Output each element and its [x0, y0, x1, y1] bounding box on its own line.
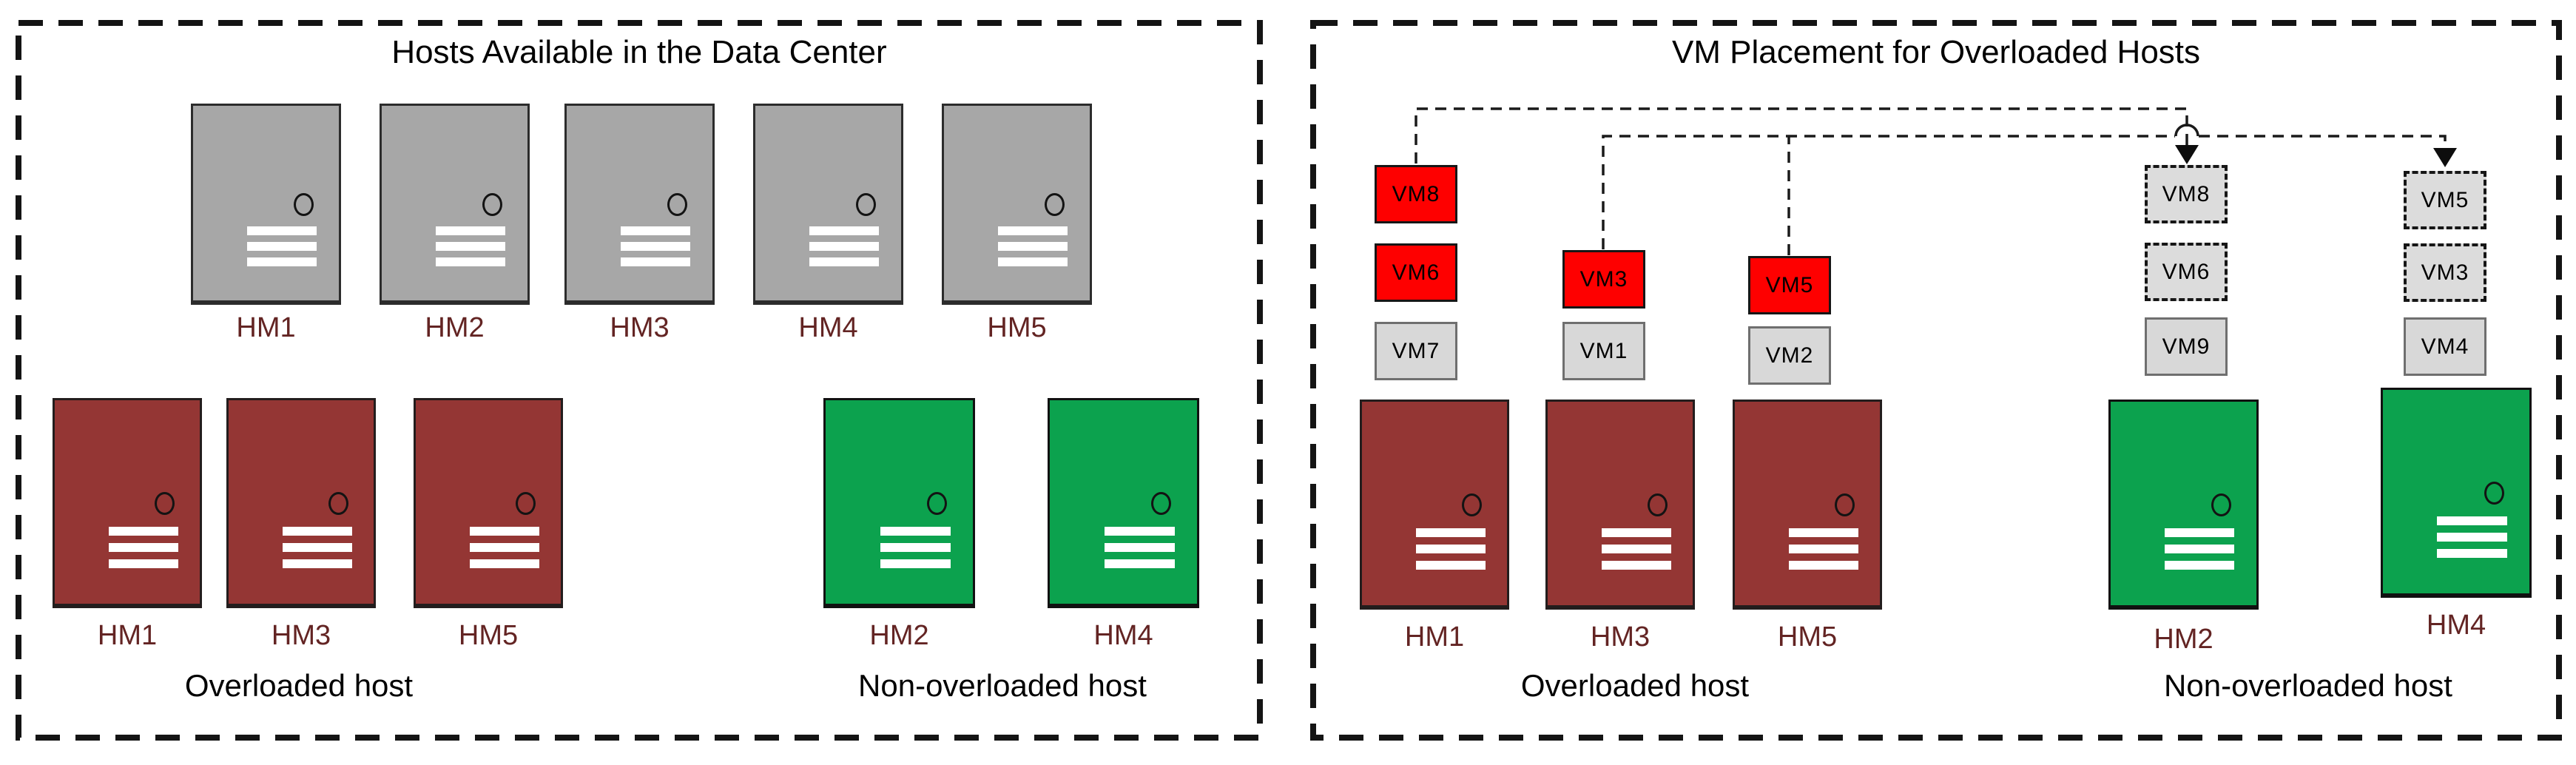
overloaded-host-hm5	[414, 398, 563, 608]
non-overloaded-caption-left: Non-overloaded host	[858, 668, 1147, 703]
host-label-hm2: HM2	[425, 312, 485, 343]
left-panel-border	[16, 20, 1263, 741]
overloaded-host-hm3	[226, 398, 376, 608]
vm2-on-hm5: VM2	[1748, 326, 1831, 385]
vm7-on-hm1: VM7	[1375, 322, 1457, 380]
host-label-hm1-overloaded: HM1	[97, 620, 158, 651]
vent-lines-icon	[246, 106, 317, 300]
vm8-ghost-on-hm2: VM8	[2145, 165, 2228, 223]
left-panel-title: Hosts Available in the Data Center	[391, 34, 887, 70]
right-panel-border	[1310, 20, 2562, 741]
overloaded-host-hm5-right	[1733, 400, 1882, 610]
migration-line-from-vm3	[1602, 135, 2175, 249]
non-overloaded-host-hm4-right	[2381, 388, 2532, 598]
vent-lines-icon	[997, 106, 1068, 300]
host-label-hm2-green: HM2	[869, 620, 929, 651]
line-hop-arc-icon	[2174, 124, 2199, 137]
vm3-on-hm3: VM3	[1562, 250, 1645, 309]
available-server-hm1	[191, 104, 341, 305]
arrowhead-hm2-icon	[2175, 145, 2199, 164]
migration-arrow-to-hm4	[2199, 135, 2447, 149]
host-label-hm4: HM4	[798, 312, 858, 343]
vent-lines-icon	[1104, 400, 1176, 604]
non-overloaded-host-hm2	[823, 398, 975, 608]
vm1-on-hm3: VM1	[1562, 322, 1645, 380]
vent-lines-icon	[1601, 402, 1671, 605]
vent-lines-icon	[1415, 402, 1486, 605]
overloaded-host-hm1-right	[1360, 400, 1509, 610]
host-label-hm3-overloaded: HM3	[271, 620, 331, 651]
host-label-hm3: HM3	[610, 312, 670, 343]
power-circle-icon	[155, 491, 175, 515]
non-overloaded-host-hm2-right	[2108, 400, 2259, 610]
power-circle-icon	[328, 491, 349, 515]
vent-lines-icon	[469, 400, 539, 604]
power-circle-icon	[1151, 491, 1172, 515]
migration-arrow-hm1-to-hm2	[1415, 107, 2188, 164]
power-circle-icon	[1648, 493, 1668, 516]
available-server-hm4	[753, 104, 903, 305]
vm6-on-hm1: VM6	[1375, 243, 1457, 302]
vent-lines-icon	[108, 400, 178, 604]
power-circle-icon	[2484, 481, 2504, 505]
power-circle-icon	[855, 193, 876, 217]
power-circle-icon	[2211, 493, 2231, 516]
overloaded-host-hm1	[53, 398, 202, 608]
power-circle-icon	[1835, 493, 1855, 516]
vent-lines-icon	[1788, 402, 1858, 605]
vm9-on-hm2: VM9	[2145, 317, 2228, 376]
host-label-hm1: HM1	[236, 312, 296, 343]
vent-lines-icon	[435, 106, 506, 300]
power-circle-icon	[1044, 193, 1065, 217]
overloaded-host-hm3-right	[1545, 400, 1695, 610]
host-label-hm2-right: HM2	[2154, 624, 2213, 655]
host-label-hm5-overloaded: HM5	[458, 620, 519, 651]
vm6-ghost-on-hm2: VM6	[2145, 243, 2228, 301]
available-server-hm2	[380, 104, 530, 305]
host-label-hm4-right: HM4	[2426, 610, 2486, 641]
vent-lines-icon	[809, 106, 880, 300]
vm8-on-hm1: VM8	[1375, 165, 1457, 223]
vm5-on-hm5: VM5	[1748, 256, 1831, 314]
power-circle-icon	[1462, 493, 1483, 516]
right-panel-title: VM Placement for Overloaded Hosts	[1671, 34, 2201, 70]
host-label-hm5: HM5	[987, 312, 1047, 343]
available-server-hm3	[564, 104, 715, 305]
power-circle-icon	[516, 491, 536, 515]
power-circle-icon	[667, 193, 687, 217]
vm3-ghost-on-hm4: VM3	[2404, 243, 2486, 302]
power-circle-icon	[927, 491, 948, 515]
arrowhead-hm4-icon	[2433, 148, 2457, 167]
non-overloaded-caption-right: Non-overloaded host	[2164, 668, 2452, 703]
host-label-hm3-right: HM3	[1590, 621, 1651, 653]
host-label-hm5-right: HM5	[1777, 621, 1838, 653]
vent-lines-icon	[620, 106, 691, 300]
power-circle-icon	[293, 193, 314, 217]
available-server-hm5	[942, 104, 1092, 305]
host-label-hm4-green: HM4	[1093, 620, 1153, 651]
overloaded-caption-left: Overloaded host	[184, 668, 414, 703]
vent-lines-icon	[2164, 402, 2235, 605]
non-overloaded-host-hm4	[1048, 398, 1199, 608]
vent-lines-icon	[880, 400, 951, 604]
vent-lines-icon	[282, 400, 352, 604]
vm5-ghost-on-hm4: VM5	[2404, 171, 2486, 229]
overloaded-caption-right: Overloaded host	[1520, 668, 1750, 703]
host-label-hm1-right: HM1	[1404, 621, 1465, 653]
vent-lines-icon	[2437, 390, 2508, 593]
vm4-on-hm4: VM4	[2404, 317, 2486, 376]
power-circle-icon	[482, 193, 502, 217]
